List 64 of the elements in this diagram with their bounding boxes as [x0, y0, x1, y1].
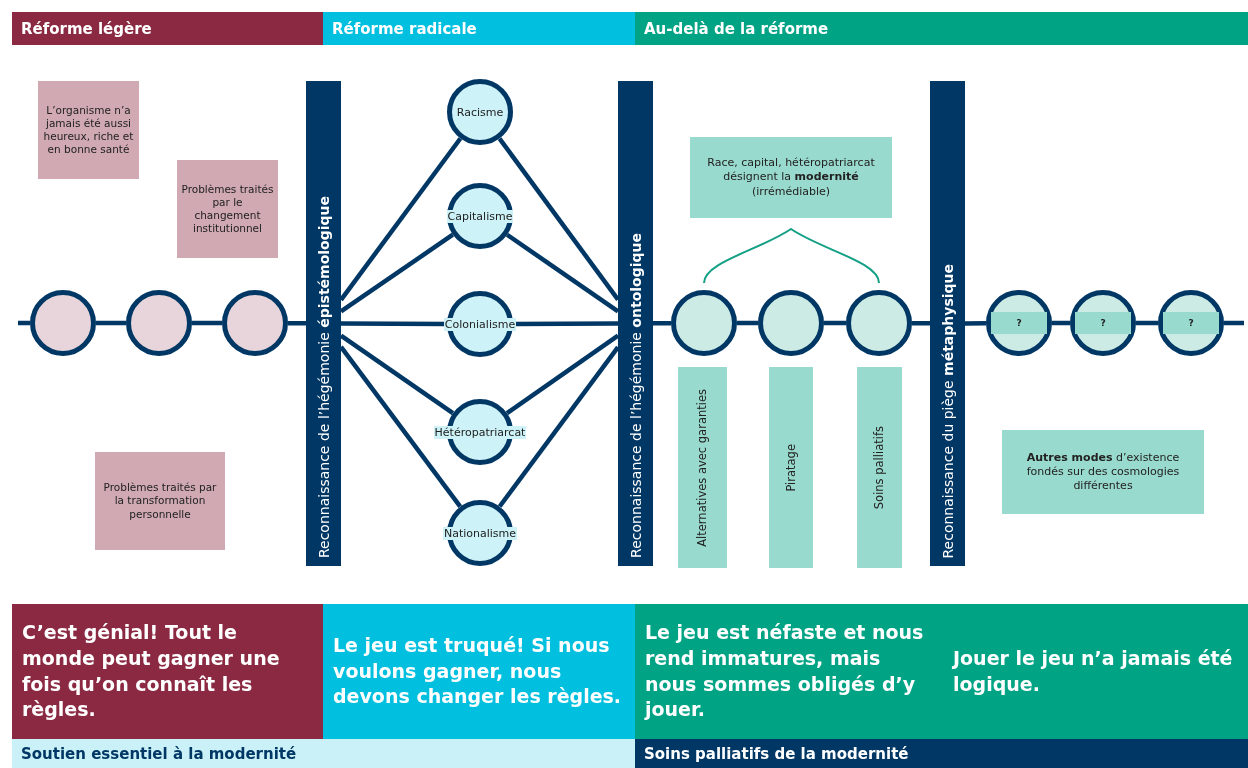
connector-line: [737, 320, 758, 326]
summary-text: Soins palliatifs de la modernité: [644, 744, 909, 763]
connector-line: [824, 320, 846, 326]
connector-line: [341, 321, 447, 327]
summary-band: [12, 739, 635, 768]
practice-label: Alternatives avec garanties: [695, 388, 710, 547]
statement-text: C’est génial! Tout le monde peut gagner une fois qu’on connaît les règles.: [22, 620, 281, 723]
header-title: Au-delà de la réforme: [644, 19, 829, 38]
summary-band: [635, 739, 1248, 768]
statement-text: Jouer le jeu n’a jamais été logique.: [953, 645, 1234, 697]
connector-line: [288, 321, 306, 326]
note-text: Problèmes traités par le changement institutionnel: [181, 182, 274, 236]
note-box: [38, 81, 139, 179]
note-box: [1002, 430, 1204, 514]
connector-line: [505, 232, 620, 314]
header-band: [635, 12, 1248, 45]
note-box: [95, 452, 225, 550]
circle-label: Nationalisme: [442, 526, 518, 540]
question-mark: ?: [1075, 312, 1131, 334]
connector-line: [497, 345, 620, 508]
practice-box: [857, 367, 902, 568]
connector-line: [497, 137, 620, 302]
statement-text: Le jeu est néfaste et nous rend immatures, mais nous sommes obligés d’y jouer.: [645, 620, 925, 723]
header-band: [323, 12, 635, 45]
header-band: [12, 12, 323, 45]
circle-label: Hétéropatriarcat: [433, 425, 527, 439]
statement-panel: [12, 604, 323, 739]
connector-line: [1224, 320, 1244, 326]
bar-label: Reconnaissance de l’hégémonie épistémologique: [315, 195, 332, 558]
statement-panel: [635, 604, 943, 739]
question-mark: ?: [991, 312, 1047, 334]
note-text: Race, capital, hétéropatriarcat désignent la modernité (irrémédiable): [706, 156, 876, 199]
statement-text: Le jeu est truqué! Si nous voulons gagner, nous devons changer les règles.: [333, 633, 623, 710]
summary-text: Soutien essentiel à la modernité: [21, 744, 297, 763]
statement-panel: [943, 604, 1248, 739]
connector-line: [1136, 320, 1158, 326]
note-text: Problèmes traités par la transformation personnelle: [102, 481, 218, 521]
circle-label: Colonialisme: [443, 317, 517, 331]
connector-line: [505, 333, 620, 415]
circle-label: Capitalisme: [446, 209, 514, 223]
recognition-bar: [306, 81, 341, 566]
statement-panel: [323, 604, 635, 739]
recognition-bar: [618, 81, 653, 566]
practice-label: Piratage: [783, 443, 799, 492]
connector-line: [965, 321, 986, 326]
connector-line: [653, 321, 671, 326]
note-text: L’organisme n’a jamais été aussi heureux, riche et en bonne santé: [42, 103, 135, 157]
header-title: Réforme légère: [21, 19, 152, 38]
connector-line: [96, 320, 126, 326]
practice-label: Soins palliatifs: [872, 425, 887, 510]
circle-label: Racisme: [455, 105, 505, 119]
bar-label: Reconnaissance du piège métaphysique: [939, 263, 956, 558]
note-text: Autres modes d’existence fondés sur des cosmologies différentes: [1025, 450, 1181, 494]
bar-label: Reconnaissance de l’hégémonie ontologique: [627, 233, 644, 558]
header-title: Réforme radicale: [332, 19, 477, 38]
recognition-bar: [930, 81, 965, 566]
note-box: [177, 160, 278, 258]
note-box: [690, 137, 892, 218]
practice-box: [678, 367, 727, 568]
connector-line: [912, 321, 930, 326]
practice-box: [769, 367, 813, 568]
question-mark: ?: [1163, 312, 1219, 334]
connector-line: [513, 321, 618, 327]
connector-line: [192, 320, 222, 326]
